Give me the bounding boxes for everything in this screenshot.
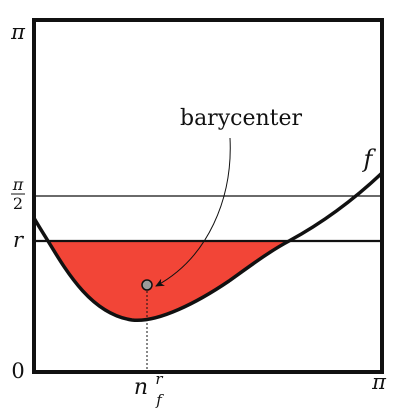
x-tick-right: π bbox=[371, 370, 387, 394]
sublevel-region bbox=[48, 241, 289, 321]
curve-label: f bbox=[362, 145, 377, 173]
y-tick-top: π bbox=[10, 20, 26, 44]
y-tick-zero: 0 bbox=[11, 359, 24, 383]
curve-f bbox=[32, 171, 384, 322]
y-tick-r: r bbox=[13, 228, 25, 252]
point-label-subscript: f bbox=[155, 391, 164, 409]
barycenter-arrow bbox=[155, 137, 231, 287]
plot-frame bbox=[32, 18, 384, 374]
y-tick-half-denominator: 2 bbox=[13, 194, 23, 213]
point-label-superscript: r bbox=[155, 370, 163, 388]
y-tick-half-numerator: π bbox=[12, 175, 24, 194]
barycenter-point bbox=[141, 279, 153, 291]
barycenter-annotation: barycenter bbox=[180, 106, 303, 131]
point-label-base: n bbox=[134, 375, 148, 400]
